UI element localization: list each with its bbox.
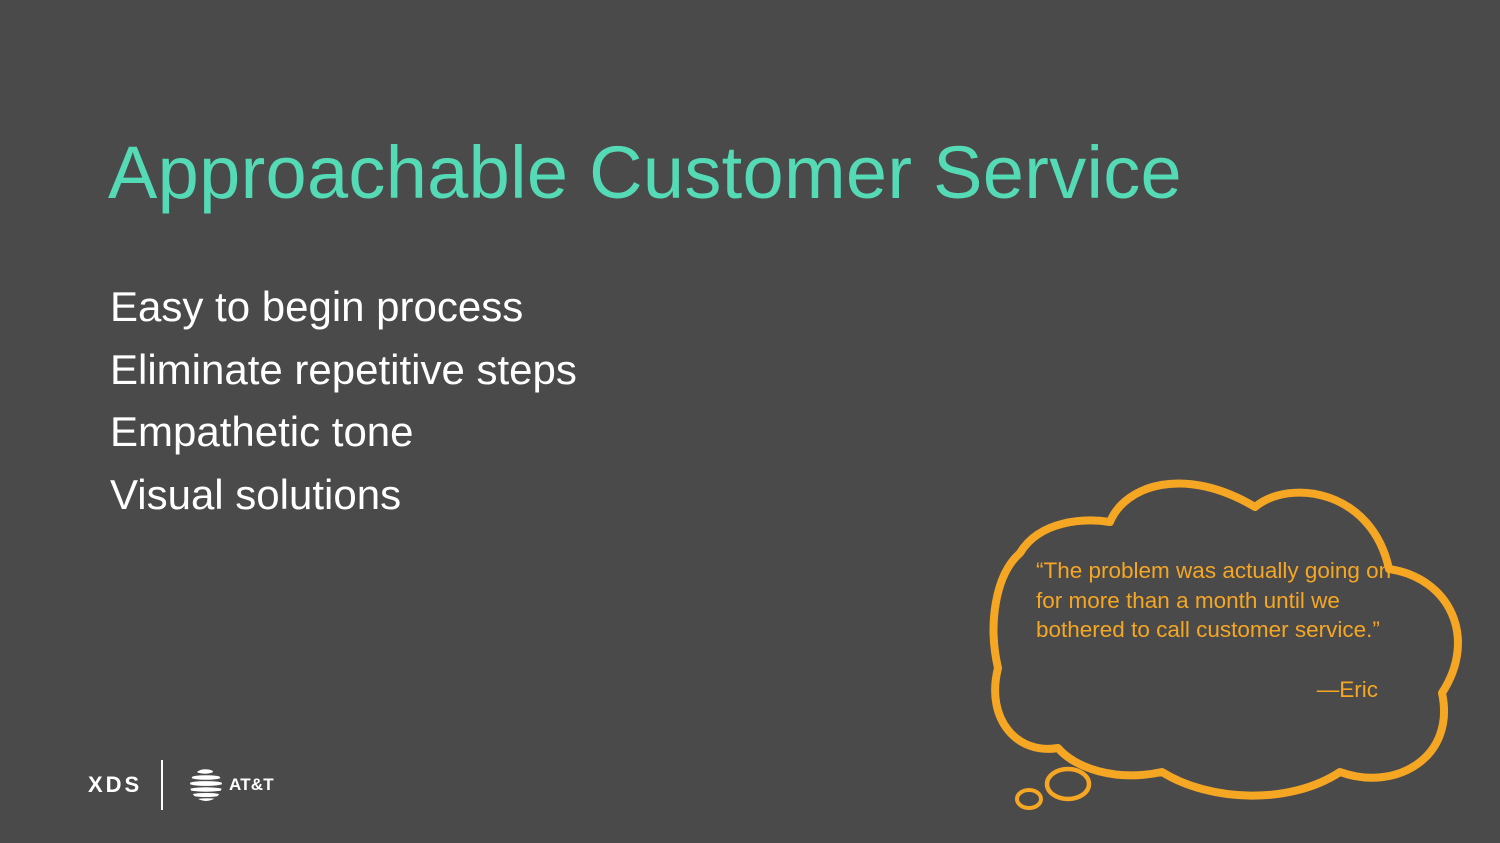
att-logo-text: AT&T: [229, 775, 274, 794]
logo-divider: [161, 760, 163, 810]
thought-bubble-icon: [989, 479, 1462, 810]
quote-text: “The problem was actually going on for m…: [1036, 558, 1392, 643]
xds-logo: XDS: [88, 772, 143, 797]
bullet-item: Easy to begin process: [110, 283, 524, 330]
bullet-list: Easy to begin process Eliminate repetiti…: [110, 276, 577, 526]
bullet-item: Eliminate repetitive steps: [110, 345, 577, 393]
slide-title: Approachable Customer Service: [108, 131, 1183, 214]
att-globe-icon: [190, 769, 222, 801]
bullet-item: Empathetic tone: [110, 408, 414, 455]
bullet-item: Visual solutions: [110, 470, 402, 518]
quote-author: —Eric: [1316, 677, 1378, 702]
